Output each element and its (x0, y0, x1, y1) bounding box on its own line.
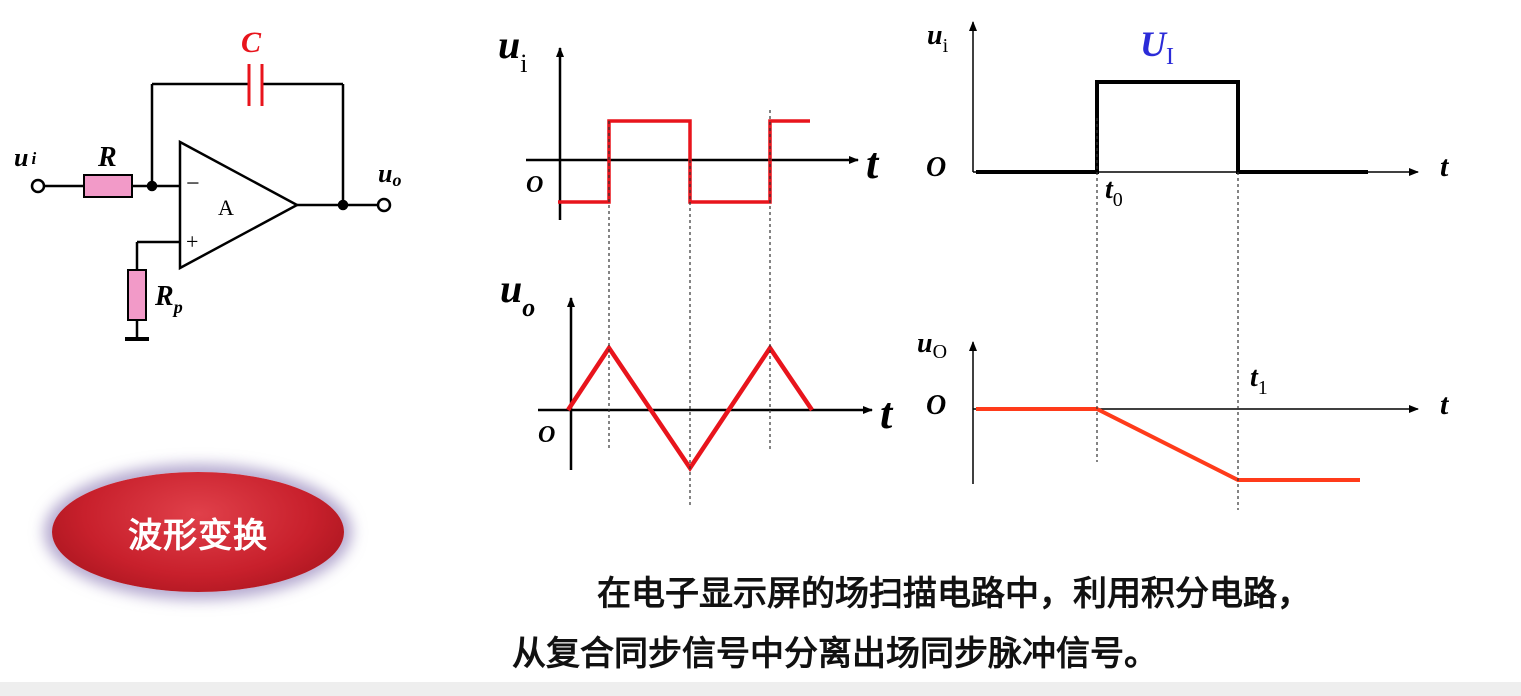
badge-label: 波形变换 (128, 515, 268, 556)
right-alignment-lines (1096, 118, 1239, 510)
capacitor-label: C (241, 26, 262, 59)
resistor-r (83, 174, 133, 198)
input-terminal (30, 178, 46, 194)
triangle-t-label: t (880, 389, 894, 438)
ramp-t1-label: t1 (1250, 362, 1268, 399)
capacitor-c (247, 64, 264, 106)
junction-output (337, 199, 349, 211)
output-terminal (376, 197, 392, 213)
triangle-y-label: uo (500, 266, 535, 322)
integrator-circuit (30, 64, 392, 341)
resistor-rp (127, 269, 147, 321)
rp-label: Rp (154, 281, 183, 317)
pulse-t-label: t (1440, 150, 1450, 183)
bottom-bar (0, 682, 1521, 696)
plus-sign: + (186, 229, 198, 254)
square-wave-signal (558, 119, 810, 204)
square-wave-plot (526, 47, 859, 220)
opamp-triangle (178, 139, 300, 271)
triangle-wave-plot (538, 297, 873, 473)
ramp-y-label: uO (917, 328, 947, 363)
description-line-1: 在电子显示屏的场扫描电路中，利用积分电路， (597, 574, 1311, 614)
waveform-transform-badge: 波形变换 (52, 472, 344, 592)
pulse-t0-label: t0 (1105, 174, 1123, 211)
pulse-y-label: ui (927, 20, 949, 57)
ramp-plot (969, 341, 1419, 484)
output-label: uo (378, 159, 401, 190)
resistor-label: R (97, 142, 117, 173)
pulse-amplitude-label: UI (1140, 24, 1174, 70)
pulse-signal (976, 80, 1368, 174)
minus-sign: − (186, 171, 200, 197)
square-y-label: ui (498, 22, 527, 78)
square-t-label: t (866, 139, 880, 188)
opamp-label: A (218, 195, 234, 220)
ramp-origin: O (926, 390, 946, 421)
pulse-origin: O (926, 152, 946, 183)
square-origin: O (526, 172, 543, 198)
pulse-plot (969, 21, 1419, 176)
ramp-t-label: t (1440, 388, 1450, 421)
description-line-2: 从复合同步信号中分离出场同步脉冲信号。 (512, 634, 1158, 674)
triangle-origin: O (538, 422, 555, 448)
ramp-signal (976, 407, 1360, 482)
left-alignment-lines (608, 110, 771, 505)
